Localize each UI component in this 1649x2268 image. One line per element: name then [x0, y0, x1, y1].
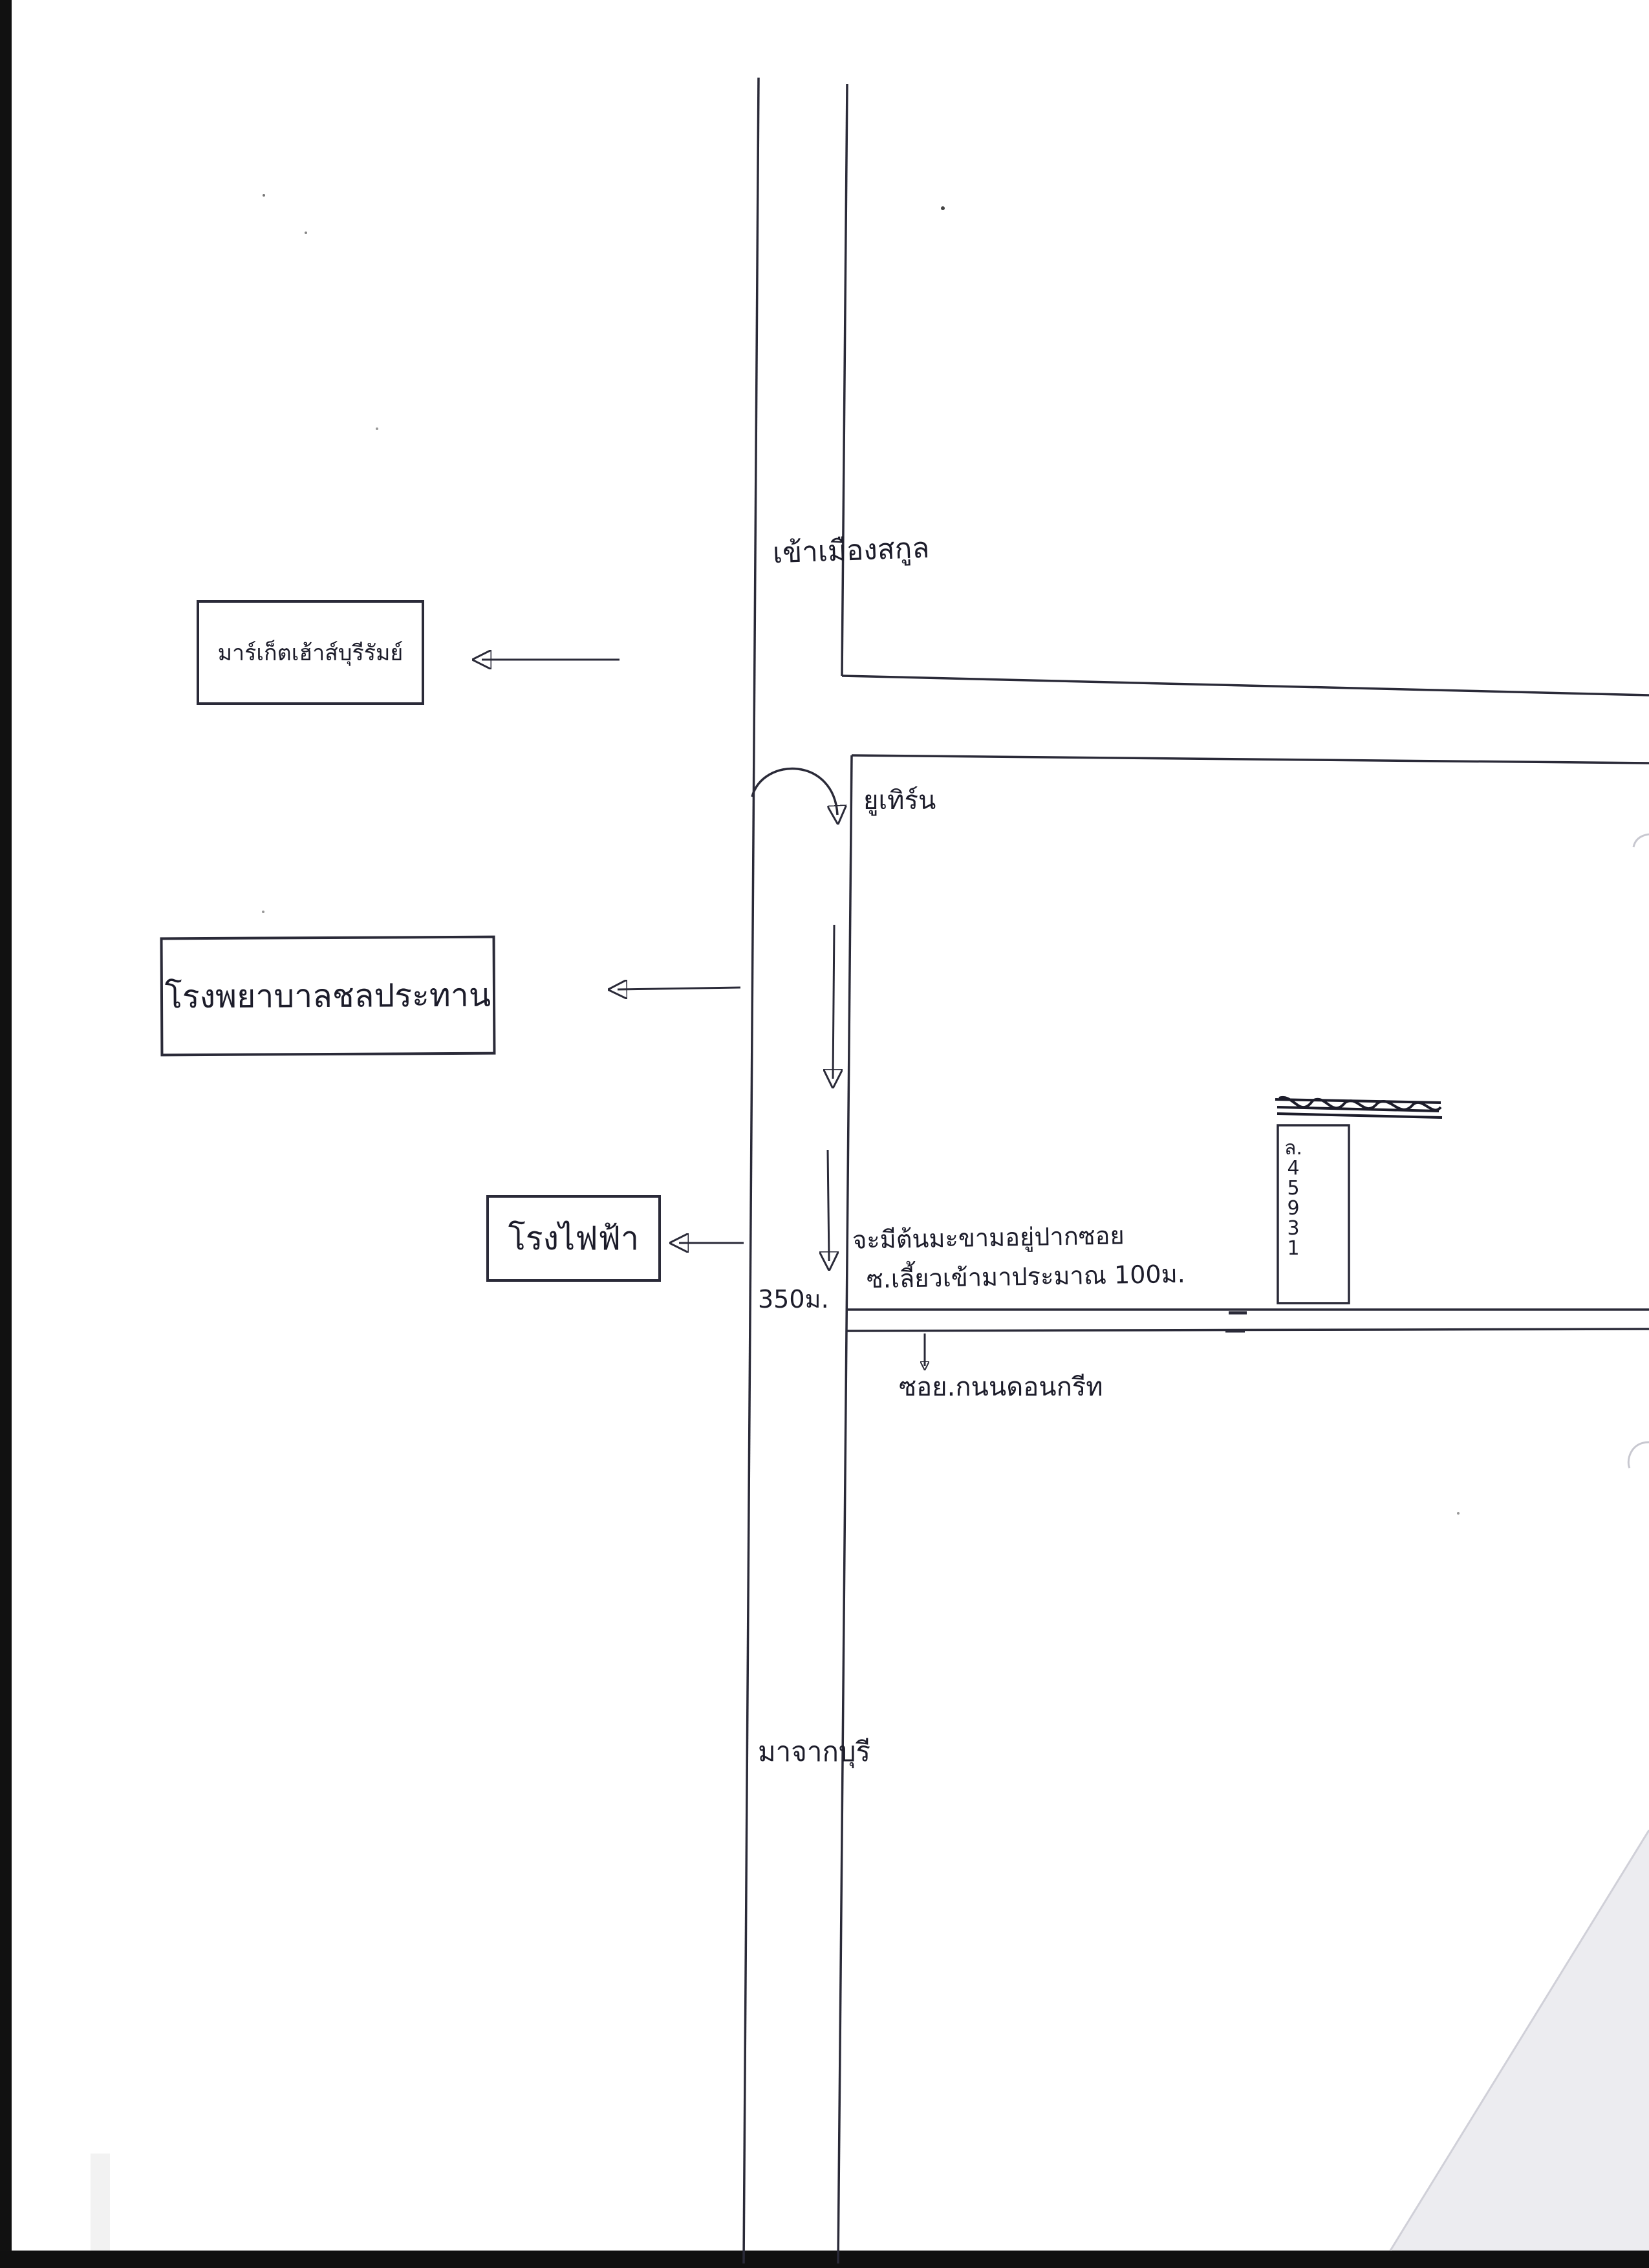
soi-name-label: ซอย.กนนดอนกรีท: [899, 1372, 1103, 1402]
main-road-right-edge-south: [837, 755, 853, 2264]
punch-hole-mark: [1627, 1441, 1649, 1469]
punch-hole-mark-top: [1632, 833, 1649, 848]
speck: [941, 206, 945, 210]
destination-char: 4: [1287, 1157, 1300, 1180]
speck: [305, 232, 307, 234]
direction-note-line-2: ซ.เลี้ยวเข้ามาประมาณ 100ม.: [866, 1259, 1186, 1294]
destination-char: 3: [1287, 1217, 1300, 1240]
speck: [376, 427, 378, 430]
page-corner-fold-edge: [1389, 1830, 1649, 2251]
landmark-market: มาร์เก็ตเฮ้าส์บุรีรัมย์: [197, 600, 424, 705]
road-south-label: มาจากบุรี: [758, 1736, 871, 1767]
destination-label: ล. 4 5 9 3 1: [1282, 1138, 1305, 1258]
direction-arrow-2: [828, 1149, 829, 1261]
destination-char: 9: [1287, 1197, 1300, 1220]
destination-char: ล.: [1284, 1137, 1302, 1160]
direction-note-line-1: จะมีต้นมะขามอยู่ปากซอย: [852, 1221, 1125, 1255]
speck: [1457, 1512, 1460, 1515]
scan-fold-strip: [91, 2154, 110, 2268]
landmark-power-station: โรงไฟฟ้า: [486, 1195, 661, 1282]
main-road-left-edge: [742, 77, 760, 2264]
landmark-hospital-label: โรงพยาบาลชลประทาน: [164, 976, 491, 1015]
scribbled-out-label: [1275, 1096, 1443, 1119]
uturn-arrow: [751, 767, 837, 815]
scan-bottom-edge: [0, 2251, 1649, 2268]
uturn-label: ยูเทิร์น: [863, 786, 936, 815]
road-north-label: เข้าเมืองสกูล: [772, 531, 931, 570]
landmark-market-label: มาร์เก็ตเฮ้าส์บุรีรัมย์: [217, 640, 404, 666]
destination-char: 1: [1287, 1237, 1300, 1260]
distance-label: 350ม.: [758, 1285, 829, 1313]
speck: [263, 194, 265, 197]
direction-arrow-1: [833, 924, 834, 1079]
landmark-power-station-label: โรงไฟฟ้า: [508, 1219, 640, 1257]
destination-char: 5: [1287, 1177, 1300, 1200]
destination-building: [1277, 1124, 1350, 1304]
arrow-to-hospital: [618, 988, 741, 989]
speck: [262, 911, 264, 913]
side-road-lower-edge: [851, 754, 1649, 764]
scan-left-edge: [0, 0, 12, 2268]
soi-lower-edge: [846, 1328, 1649, 1332]
side-road-upper-edge: [841, 675, 1649, 697]
main-road-right-edge-north: [841, 83, 848, 676]
landmark-hospital: โรงพยาบาลชลประทาน: [160, 935, 496, 1057]
